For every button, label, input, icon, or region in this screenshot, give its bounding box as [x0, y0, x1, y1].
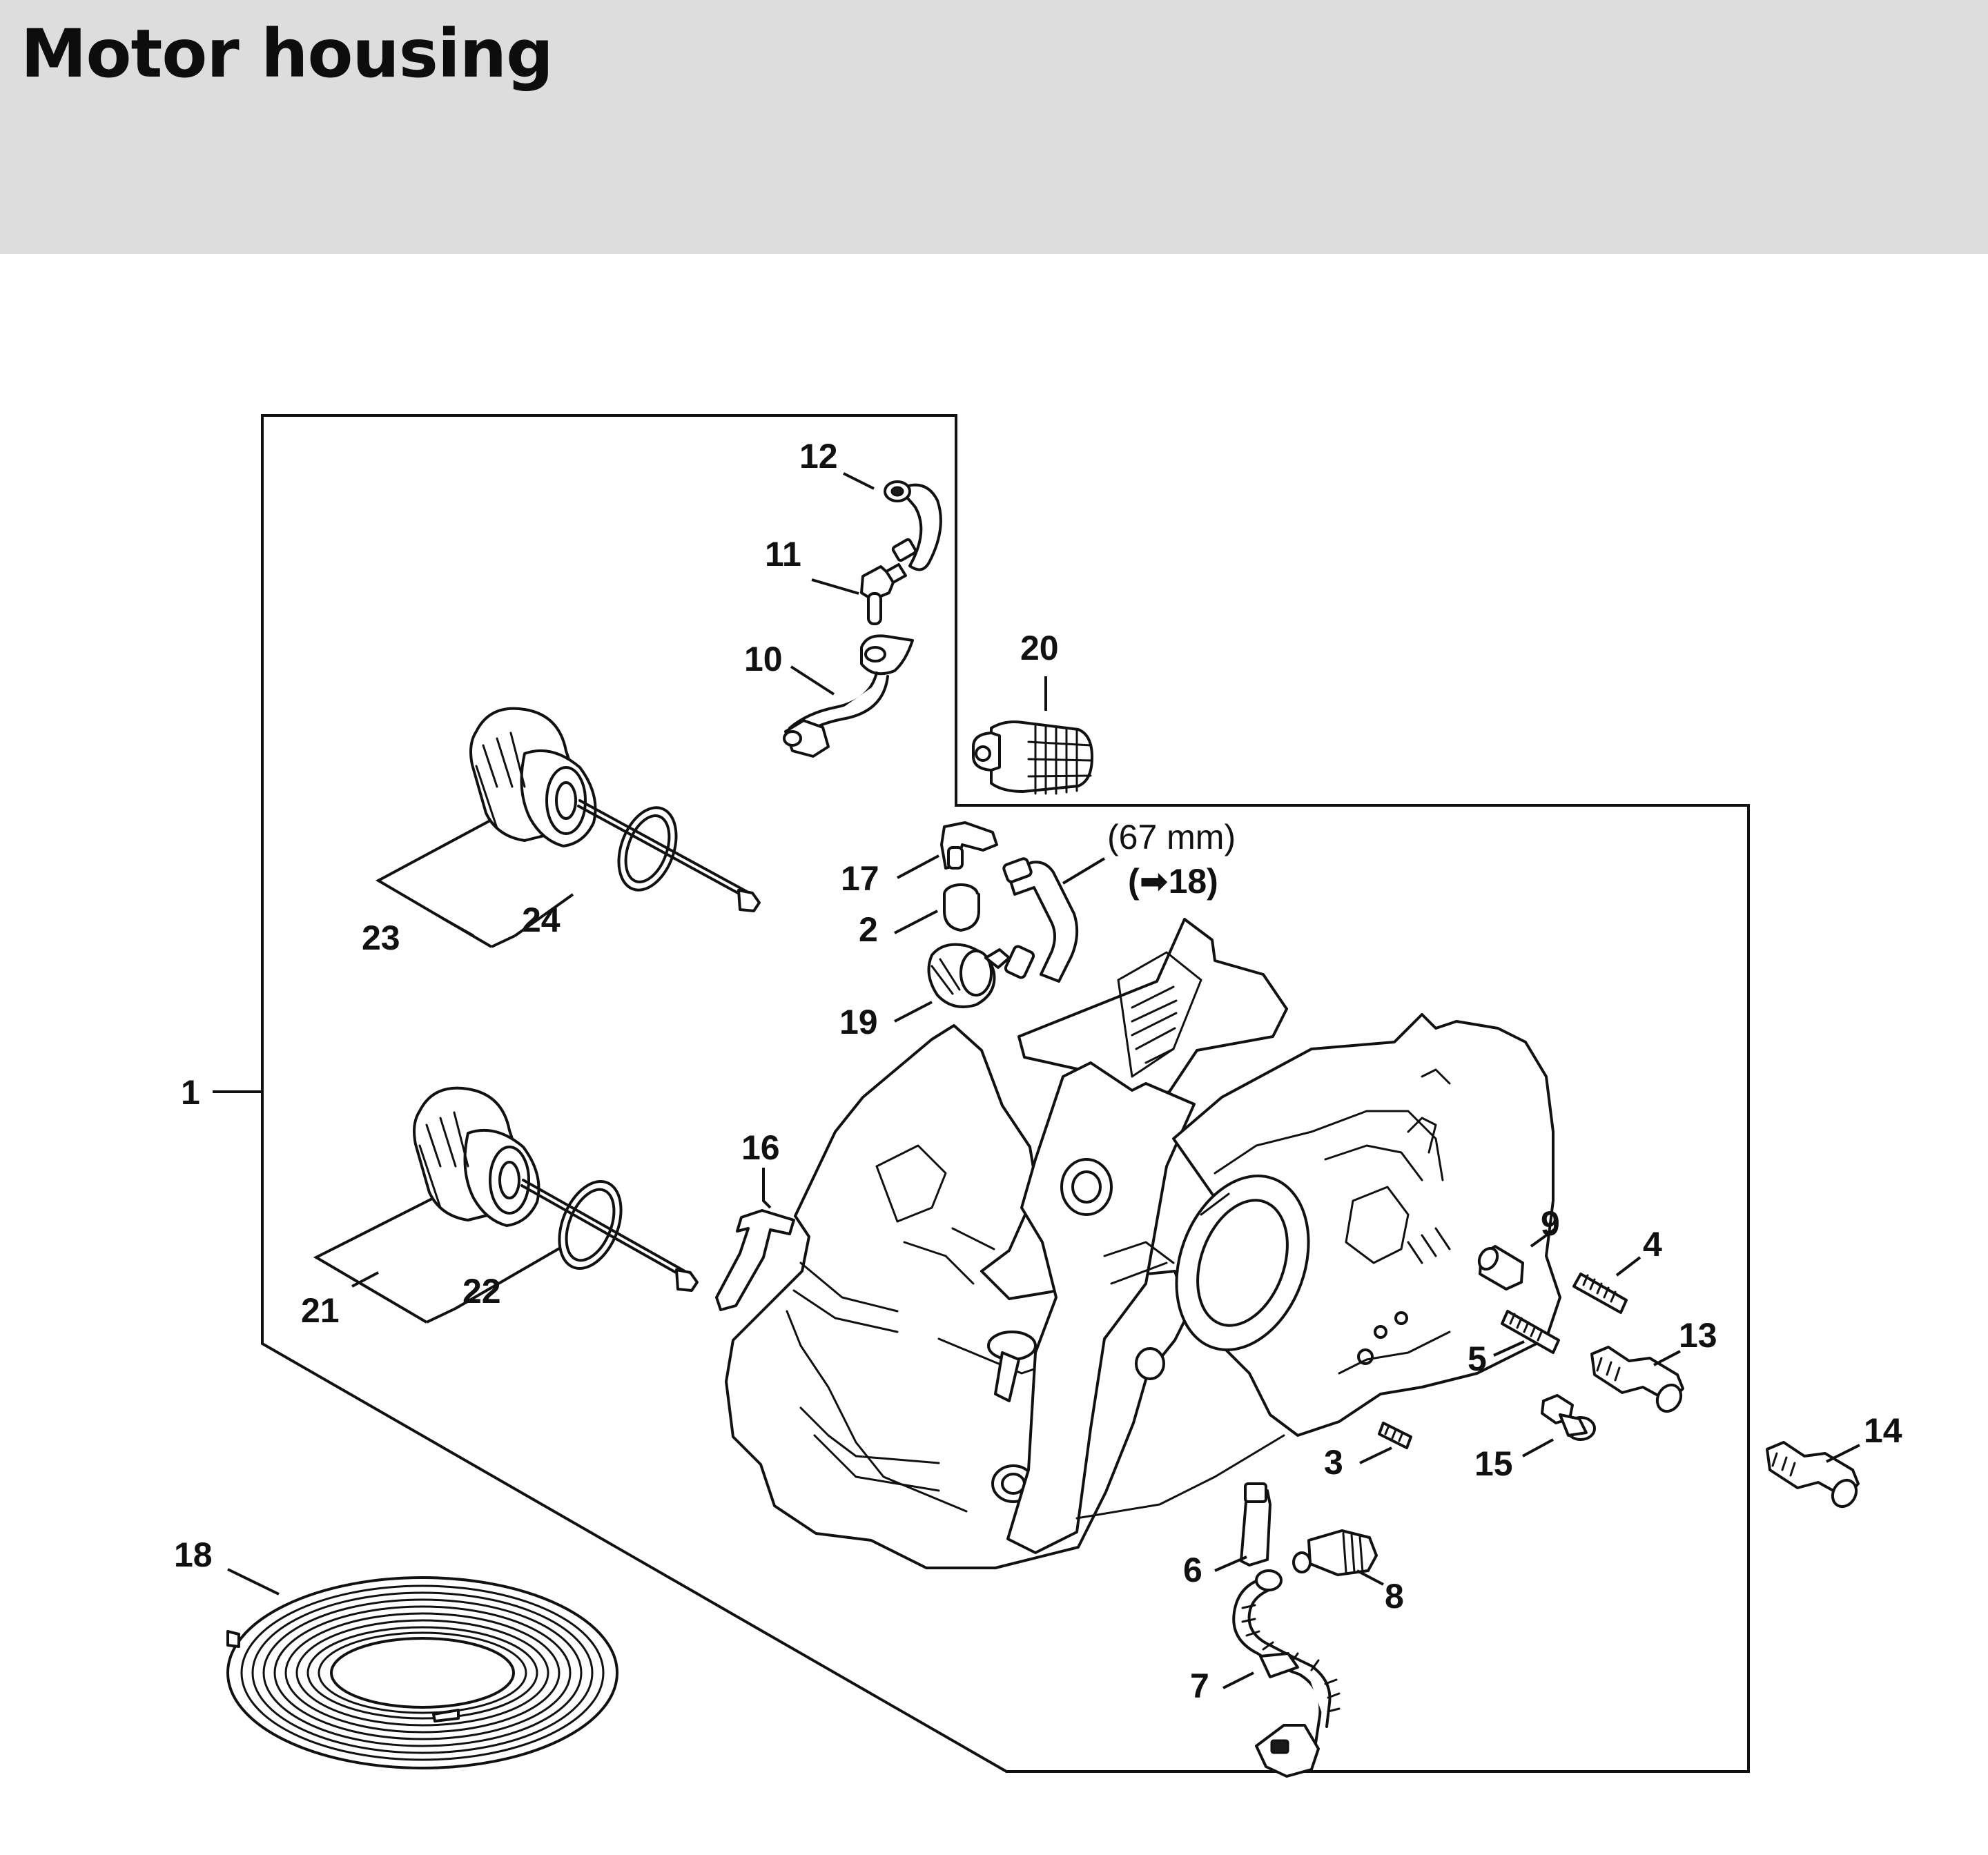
part-18-coiled-hose[interactable]	[226, 1576, 618, 1769]
part-12-elbow-hose[interactable]	[884, 480, 942, 571]
part-15-screw[interactable]	[1541, 1394, 1596, 1441]
hose-67mm[interactable]	[1002, 857, 1079, 983]
page-header: Motor housing	[0, 0, 1988, 254]
part-13-collar-screw[interactable]	[1590, 1346, 1686, 1415]
part-20-fuel-filter[interactable]	[972, 720, 1093, 795]
callout-24: 24	[522, 901, 561, 939]
arrow-right-icon: ➡	[1140, 862, 1169, 901]
part-8-fitting[interactable]	[1292, 1529, 1378, 1576]
callout-21: 21	[301, 1291, 340, 1330]
part-9-sleeve[interactable]	[1476, 1245, 1524, 1290]
callout-8: 8	[1385, 1577, 1404, 1616]
callout-20: 20	[1020, 629, 1059, 667]
part-22-lower-o-ring[interactable]	[547, 1172, 633, 1277]
callout-2: 2	[859, 910, 878, 949]
part-6-hose[interactable]	[1240, 1482, 1271, 1567]
callout-10: 10	[744, 640, 783, 678]
part-11-connector[interactable]	[860, 563, 907, 625]
part-24-upper-o-ring[interactable]	[608, 800, 687, 899]
callout-13: 13	[1679, 1316, 1717, 1355]
callout-16: 16	[741, 1128, 780, 1167]
callout-3: 3	[1324, 1443, 1343, 1482]
callout-5: 5	[1468, 1339, 1487, 1378]
callout-11: 11	[765, 535, 801, 573]
callout-6: 6	[1183, 1551, 1202, 1589]
callout-7: 7	[1190, 1667, 1209, 1705]
note-ref: 18)	[1169, 862, 1218, 901]
part-19-valve[interactable]	[927, 943, 1011, 1008]
part-3-stud[interactable]	[1378, 1422, 1412, 1449]
callout-1: 1	[181, 1073, 200, 1112]
callout-19: 19	[839, 1003, 878, 1041]
page-title: Motor housing	[21, 15, 554, 92]
part-14-collar-screw[interactable]	[1766, 1441, 1861, 1511]
callout-14: 14	[1864, 1411, 1902, 1450]
leader-lines	[213, 472, 1860, 1689]
callout-18: 18	[174, 1535, 213, 1574]
hose-length-note: (67 mm)	[1107, 818, 1236, 856]
part-7-fuel-hose[interactable]	[1232, 1569, 1341, 1778]
hose-reference-note: (➡18)	[1128, 862, 1218, 901]
crankcase-motor-housing[interactable]	[725, 918, 1561, 1569]
callout-15: 15	[1474, 1444, 1513, 1483]
part-4-stud[interactable]	[1572, 1273, 1628, 1314]
part-10-oil-tube[interactable]	[783, 634, 914, 758]
part-2-grommet[interactable]	[943, 883, 980, 932]
assembly-1-outline	[261, 414, 1750, 1773]
callout-12: 12	[799, 437, 838, 475]
callout-22: 22	[462, 1272, 501, 1311]
part-5-stud[interactable]	[1501, 1310, 1560, 1354]
part-16-bracket[interactable]	[715, 1209, 795, 1311]
part-23-upper-pump-assembly[interactable]	[469, 707, 761, 912]
callout-9: 9	[1541, 1204, 1560, 1243]
callout-17: 17	[841, 859, 879, 898]
callout-labels: 1 2 3 4 5 6 7 8 9 10 11 12 13 14 15 16 1…	[174, 437, 1902, 1705]
note-paren: (	[1128, 862, 1140, 901]
callout-23: 23	[362, 919, 400, 957]
part-21-lower-pump-assembly[interactable]	[413, 1086, 699, 1292]
callout-4: 4	[1643, 1225, 1662, 1264]
part-17-tee-fitting[interactable]	[940, 821, 998, 870]
